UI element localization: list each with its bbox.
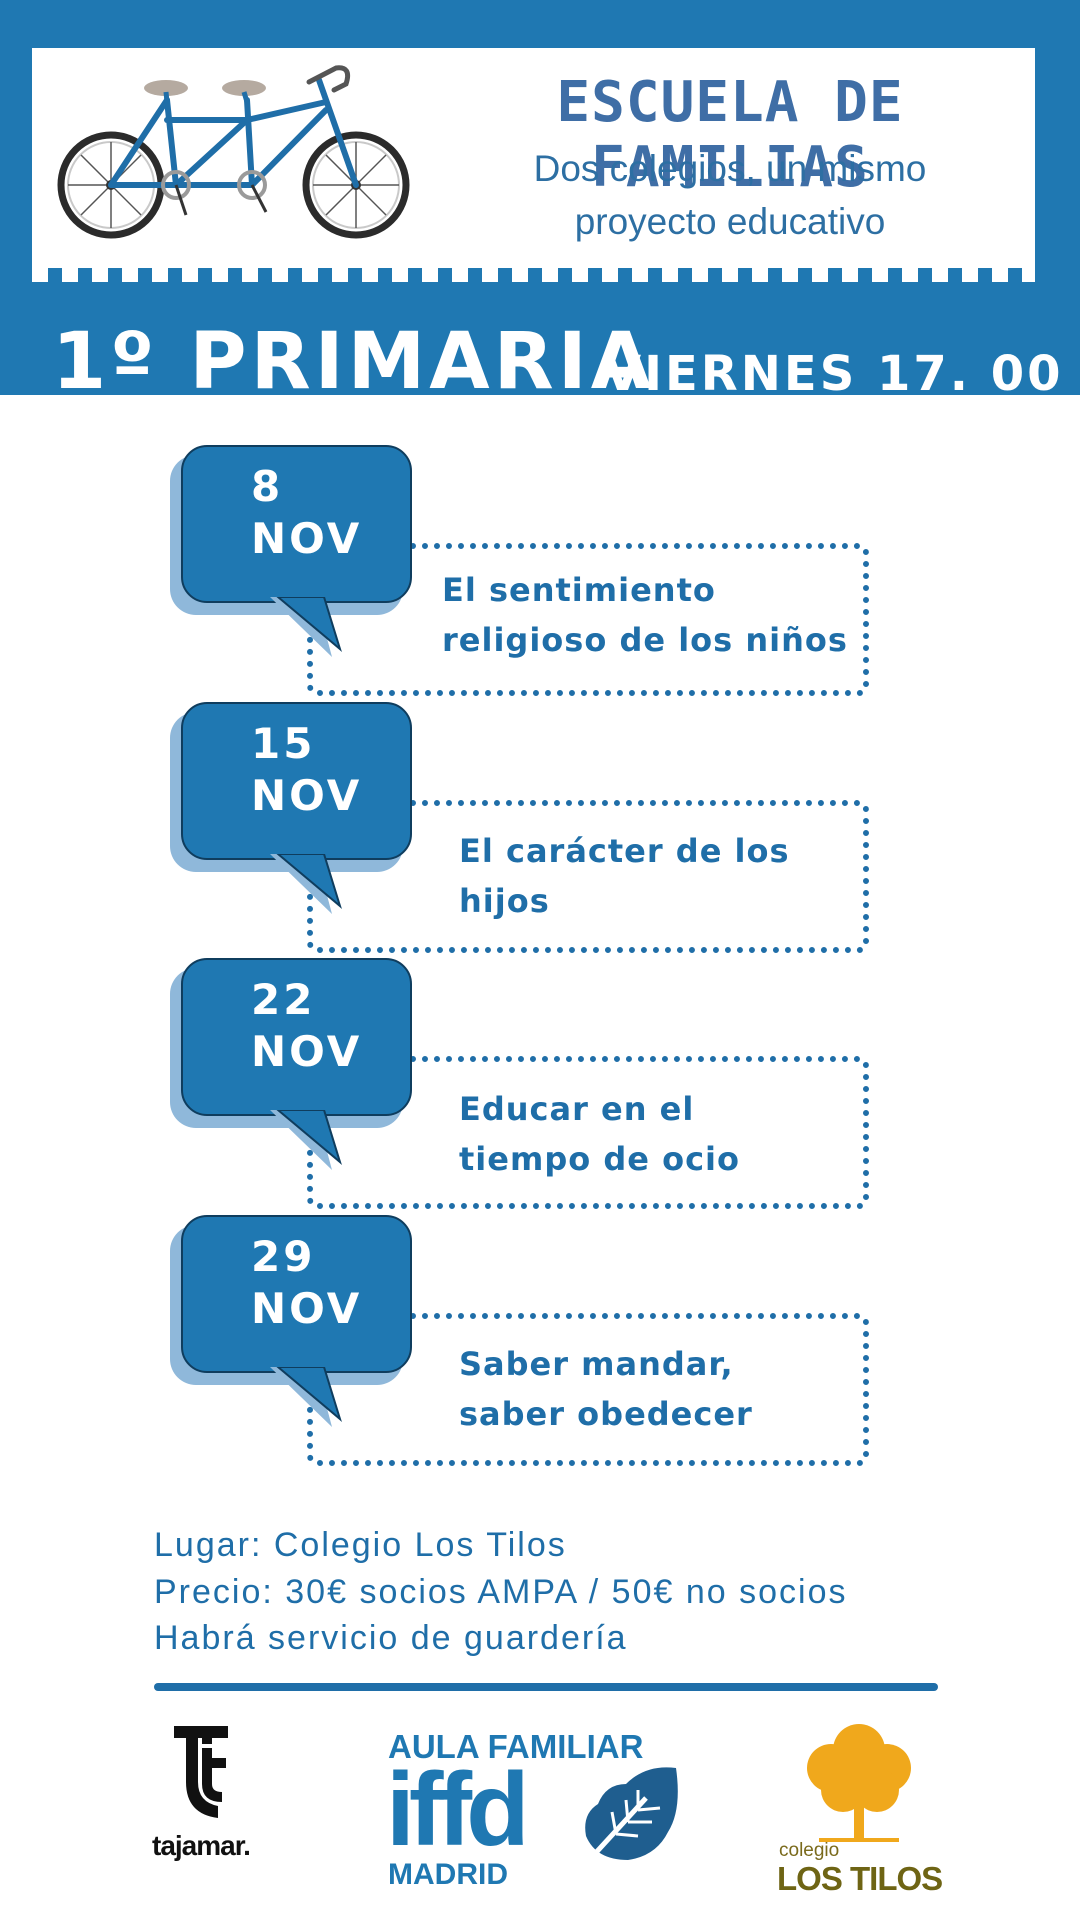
footer-divider [154,1683,938,1691]
grade-label: 1º PRIMARIA [52,317,656,407]
los-tilos-logo: colegio LOS TILOS [775,1720,955,1897]
session-day: 29 [251,1232,316,1281]
speech-bubble-tail-icon [270,1367,342,1427]
session-topic-line-2: saber obedecer [459,1395,753,1433]
iffd-logo-bottom-text: MADRID [388,1858,508,1891]
session-topic: Saber mandar, saber obedecer [459,1339,879,1439]
tajamar-wordmark: tajamar. [152,1830,251,1861]
header-card [32,48,1035,282]
tandem-bicycle-icon [57,65,410,239]
los-tilos-name: LOS TILOS [777,1860,943,1897]
session-topic-line-2: tiempo de ocio [459,1140,740,1178]
iffd-logo-main-text: iffd [386,1752,530,1868]
session-topic-line-1: El sentimiento [442,571,716,609]
info-childcare: Habrá servicio de guardería [154,1619,628,1657]
leaf-icon [578,1767,678,1872]
session-item: Saber mandar, saber obedecer 29 NOV [170,1215,895,1475]
speech-bubble-tail-icon [270,854,342,914]
session-item: Educar en el tiempo de ocio 22 NOV [170,958,895,1218]
los-tilos-small-text: colegio [779,1840,840,1861]
iffd-logo: AULA FAMILIAR iffd MADRID [386,1728,696,1898]
info-price: Precio: 30€ socios AMPA / 50€ no socios [154,1573,848,1611]
session-topic-line-1: El carácter de los [459,832,790,870]
session-month: NOV [251,514,363,563]
session-topic-line-1: Educar en el [459,1090,695,1128]
tajamar-emblem-icon [174,1726,228,1818]
session-topic: Educar en el tiempo de ocio [459,1084,879,1184]
iffd-logo-top-text: AULA FAMILIAR [388,1728,644,1765]
subtitle-line-1: Dos colegios, un mismo [533,148,927,189]
session-month: NOV [251,1284,363,1333]
header-card-zigzag-edge [32,266,1035,282]
session-month: NOV [251,771,363,820]
tajamar-logo: tajamar. [140,1722,270,1872]
session-topic: El sentimiento religioso de los niños [442,565,882,665]
speech-bubble-tail-icon [270,597,342,657]
speech-bubble-tail-icon [270,1110,342,1170]
tree-icon [807,1724,911,1842]
session-topic-line-2: hijos [459,882,550,920]
session-item: El sentimiento religioso de los niños 8 … [170,445,895,705]
session-topic-line-2: religioso de los niños [442,621,848,659]
page-subtitle: Dos colegios, un mismo proyecto educativ… [470,142,990,248]
session-day: 8 [251,462,284,511]
session-topic: El carácter de los hijos [459,826,879,926]
session-day: 22 [251,975,316,1024]
session-item: El carácter de los hijos 15 NOV [170,702,895,962]
date-bubble [181,702,412,860]
info-place: Lugar: Colegio Los Tilos [154,1526,567,1564]
session-topic-line-1: Saber mandar, [459,1345,734,1383]
session-day: 15 [251,719,316,768]
session-month: NOV [251,1027,363,1076]
subtitle-line-2: proyecto educativo [574,201,886,242]
schedule-label: VIERNES 17. 00 h. [604,346,1064,454]
date-bubble [181,1215,412,1373]
page-title: ESCUELA DE FAMILIAS [556,70,904,200]
